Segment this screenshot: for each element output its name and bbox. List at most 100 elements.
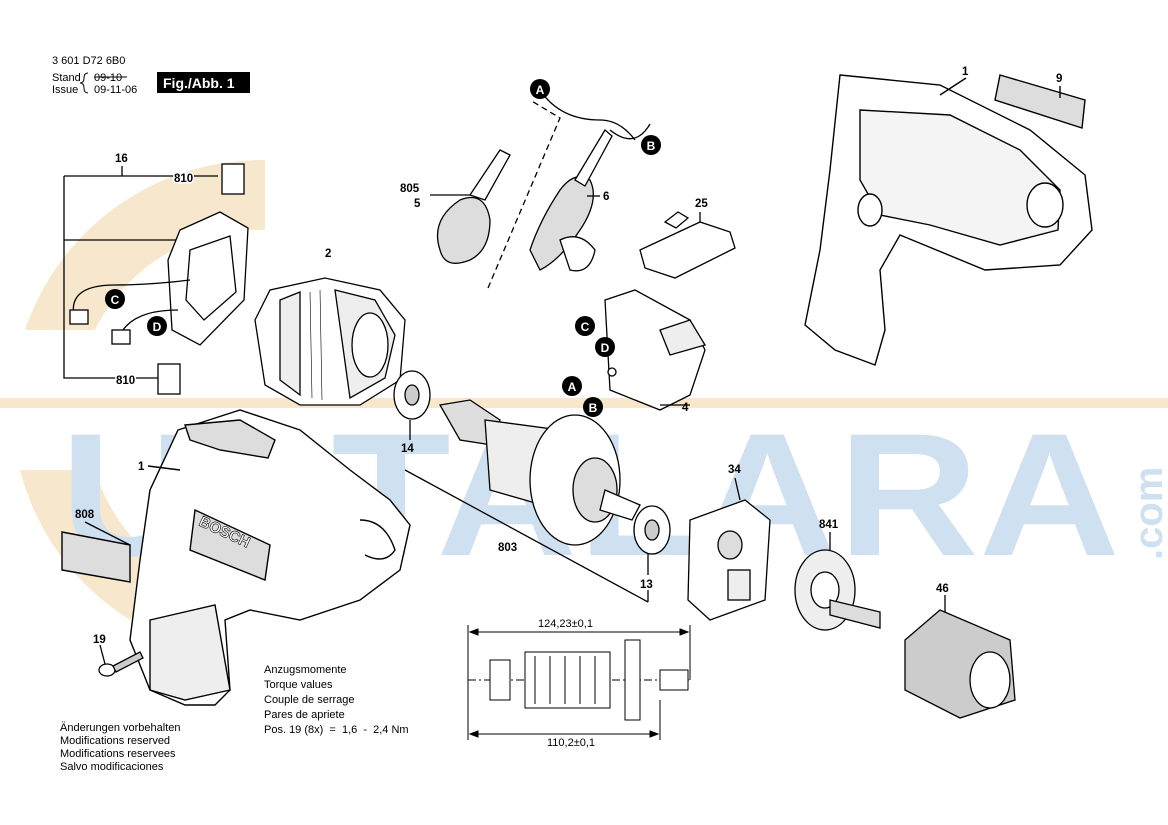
svg-text:D: D <box>153 320 162 334</box>
svg-text:C: C <box>581 320 590 334</box>
watermark-arc <box>25 159 265 330</box>
bearing-14 <box>393 370 431 440</box>
part-label-6: 6 <box>603 191 609 203</box>
housing-boss <box>857 193 883 227</box>
svg-text:A: A <box>536 83 545 97</box>
switch-4 <box>604 289 706 411</box>
torque-line-fr: Couple de serrage <box>264 694 355 706</box>
part-label-2: 2 <box>325 248 331 260</box>
carbon-brush-bottom <box>157 363 181 395</box>
modifications-notice: Änderungen vorbehalten Modifications res… <box>60 722 180 773</box>
notice-line-en: Modifications reserved <box>60 735 170 747</box>
housing-half-right <box>804 74 1093 366</box>
housing-front <box>359 519 396 560</box>
svg-text:D: D <box>601 341 610 355</box>
cable-parts <box>430 89 651 289</box>
stand-date: 09-10 <box>94 72 122 84</box>
part-label-14: 14 <box>401 443 414 455</box>
leader-803 <box>404 469 649 603</box>
wire-c <box>72 279 191 321</box>
stator-bore <box>351 312 389 378</box>
svg-text:A: A <box>568 380 577 394</box>
wire-a <box>539 89 636 141</box>
part-label-1-bottom: 1 <box>138 461 145 473</box>
connector-d-left: D <box>147 316 167 336</box>
gear-parts <box>687 477 1016 719</box>
label-plate-9 <box>994 74 1086 129</box>
housing-top-rib <box>184 419 276 459</box>
svg-text:C: C <box>111 293 120 307</box>
cord-6 <box>574 129 613 187</box>
part-label-13: 13 <box>640 579 653 591</box>
dim-bottom-label: 110,2±0,1 <box>547 737 595 749</box>
switch-trigger <box>659 319 706 356</box>
connector-b-top: B <box>641 135 661 155</box>
switch-parts <box>604 211 736 411</box>
terminal-d <box>111 329 131 345</box>
part-label-803: 803 <box>498 542 517 554</box>
brush-holder-group <box>63 163 249 395</box>
label-plate-808 <box>61 531 131 583</box>
dash-frame <box>487 99 561 289</box>
part-label-16: 16 <box>115 153 128 165</box>
part-label-810-top: 810 <box>174 173 193 185</box>
notice-line-es: Salvo modificaciones <box>60 761 164 773</box>
watermark-suffix: .com <box>1127 467 1168 560</box>
torque-table: Anzugsmomente Torque values Couple de se… <box>264 664 409 736</box>
brace <box>79 72 89 94</box>
part-label-808: 808 <box>75 509 95 521</box>
terminal-c <box>69 309 89 325</box>
notice-line-de: Änderungen vorbehalten <box>60 722 180 734</box>
connector-c-switch: C <box>575 316 595 336</box>
connectors: A B C D C D A B <box>105 79 661 417</box>
notice-line-fr: Modifications reservees <box>60 748 176 760</box>
part-label-1-top: 1 <box>962 66 969 78</box>
dim-shaft <box>659 669 689 691</box>
torque-spec: Pos. 19 (8x) = 1,6 - 2,4 Nm <box>264 724 409 736</box>
part-label-19: 19 <box>93 634 106 646</box>
stator-coil-left <box>279 291 301 397</box>
part-label-5: 5 <box>414 198 421 210</box>
part-label-46: 46 <box>936 583 949 595</box>
wire-b <box>609 123 651 140</box>
switch-button-25 <box>639 221 736 279</box>
pinion <box>599 489 641 521</box>
svg-text:B: B <box>647 139 656 153</box>
dimension-drawing: 124,23±0,1 110,2±0,1 <box>467 618 691 749</box>
connector-c-left: C <box>105 289 125 309</box>
housing-half-left: BOSCH <box>61 409 411 706</box>
part-label-34: 34 <box>728 464 741 476</box>
torque-line-en: Torque values <box>264 679 333 691</box>
dim-commutator <box>489 659 511 701</box>
part-labels: 16 810 810 2 805 5 6 1 9 25 4 14 1 808 8… <box>75 66 1062 646</box>
part-label-805: 805 <box>400 183 420 195</box>
bracket-16 <box>63 176 176 379</box>
torque-line-de: Anzugsmomente <box>264 664 347 676</box>
bearing-13 <box>633 505 671 555</box>
part-label-25: 25 <box>695 198 708 210</box>
spindle <box>829 599 881 629</box>
switch-terminal <box>607 367 617 377</box>
part-label-4: 4 <box>682 402 689 414</box>
issue-label: Issue <box>52 84 78 96</box>
stand-label: Stand <box>52 72 81 84</box>
brush-holder <box>167 211 249 346</box>
dim-fan <box>624 639 641 721</box>
svg-text:B: B <box>589 401 598 415</box>
part-label-810-bottom: 810 <box>116 375 135 387</box>
brush-holder-inner <box>185 235 237 321</box>
doc-number: 3 601 D72 6B0 <box>52 55 125 67</box>
connector-b-switch: B <box>583 397 603 417</box>
gear-plate-34 <box>687 499 771 621</box>
figure-badge-bg <box>157 72 250 93</box>
housing-logo-panel <box>189 508 271 581</box>
grommet-5 <box>436 196 491 264</box>
figure-badge: Fig./Abb. 1 <box>163 75 235 91</box>
grip <box>149 604 231 701</box>
header: 3 601 D72 6B0 Stand Issue 09-10 09-11-06… <box>52 55 250 96</box>
armature <box>404 399 649 603</box>
connector-a-top: A <box>530 79 550 99</box>
connector-d-switch: D <box>595 337 615 357</box>
connector-a-switch: A <box>562 376 582 396</box>
